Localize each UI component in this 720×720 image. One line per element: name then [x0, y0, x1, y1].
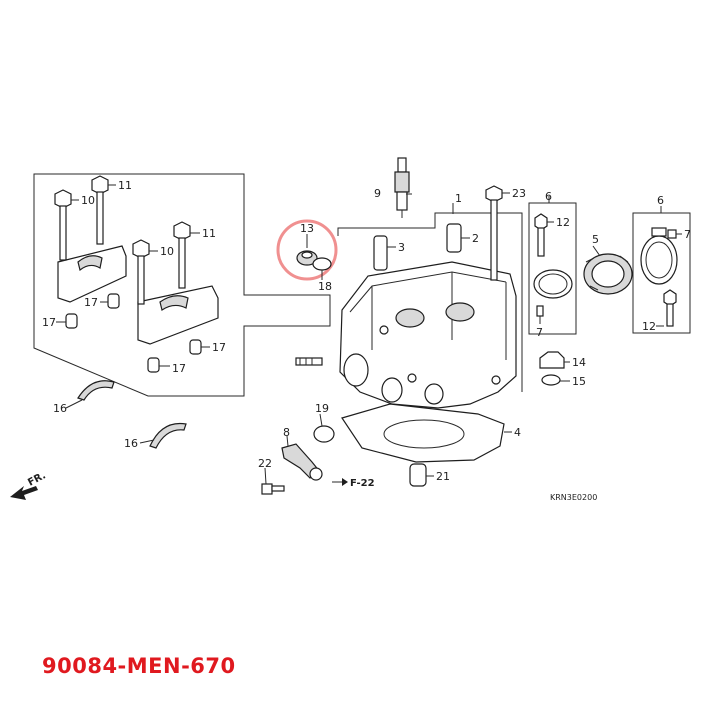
holder-bolt-11-upper	[91, 175, 109, 245]
callout-6-insulator: 6	[545, 190, 552, 203]
callout-11-lower: 11	[202, 227, 216, 240]
callout-13: 13	[300, 222, 314, 235]
holder-bolt-11-lower	[173, 221, 191, 289]
leader-lines	[56, 184, 682, 485]
direction-label: FR.	[26, 470, 48, 488]
cylinder-head-gasket-4	[341, 403, 505, 463]
callout-1: 1	[455, 192, 462, 205]
callout-15: 15	[572, 375, 586, 388]
callout-16-lower: 16	[124, 437, 138, 450]
dowel-pin-17-a	[107, 293, 120, 309]
intake-insulator-5	[583, 253, 633, 295]
bolt-23	[485, 185, 503, 281]
washer-18	[312, 257, 332, 271]
callout-11-upper: 11	[118, 179, 132, 192]
camshaft-holder-lower	[137, 285, 219, 345]
insulator-clamp-box	[528, 202, 577, 335]
callout-8: 8	[283, 426, 290, 439]
gasket-bore	[383, 419, 465, 449]
callout-21: 21	[436, 470, 450, 483]
callout-17-d: 17	[172, 362, 186, 375]
holder-bolt-10-lower	[132, 239, 150, 305]
callout-2: 2	[472, 232, 479, 245]
callout-10-upper: 10	[81, 194, 95, 207]
spark-plug-sleeve-3	[373, 235, 388, 271]
callout-4: 4	[514, 426, 521, 439]
callout-14: 14	[572, 356, 586, 369]
bearing-shell-16-a	[77, 380, 115, 401]
camshaft-holder-group-outline	[33, 173, 331, 397]
dowel-pin-21	[409, 463, 427, 487]
callout-12-lower: 12	[642, 320, 656, 333]
insulator-band-6	[533, 269, 573, 299]
callout-6-intake: 6	[657, 194, 664, 207]
washer-15	[541, 374, 561, 386]
valve-stem-seal-13	[296, 250, 318, 266]
callout-23: 23	[512, 187, 526, 200]
callout-7-upper: 7	[684, 228, 691, 241]
screw-7-lower	[536, 305, 544, 317]
callout-18: 18	[318, 280, 332, 293]
front-direction-arrow	[10, 486, 38, 500]
callout-7-lower: 7	[536, 326, 543, 339]
stud-bolt	[295, 357, 323, 366]
dowel-pin-17-d	[147, 357, 160, 373]
part-number: 90084-MEN-670	[42, 654, 236, 678]
callout-10-lower: 10	[160, 245, 174, 258]
bolt-22	[261, 483, 285, 495]
camshaft-holder-upper	[57, 245, 127, 303]
bolt-12-lower	[663, 289, 677, 327]
diagram-code: KRN3E0200	[550, 493, 597, 502]
reference-label: F-22	[350, 478, 375, 489]
hose-joint-flange	[309, 467, 323, 481]
spark-plug-9	[394, 157, 410, 218]
o-ring-19	[313, 425, 335, 443]
callout-17-c: 17	[212, 341, 226, 354]
intake-band-6	[640, 227, 678, 285]
holder-bolt-10-upper	[54, 189, 72, 261]
screw-7-upper	[667, 229, 677, 239]
callout-17-b: 17	[42, 316, 56, 329]
cylinder-head-group-outline	[337, 212, 523, 392]
bolt-12-upper	[534, 213, 548, 257]
dowel-pin-17-c	[189, 339, 202, 355]
callout-22: 22	[258, 457, 272, 470]
callout-16-upper: 16	[53, 402, 67, 415]
bearing-shell-16-b	[149, 422, 187, 449]
callout-9: 9	[374, 187, 381, 200]
spark-plug-sleeve-2	[446, 223, 462, 253]
callout-12-upper: 12	[556, 216, 570, 229]
callout-3: 3	[398, 241, 405, 254]
dowel-pin-17-b	[65, 313, 78, 329]
reference-arrow	[332, 478, 348, 486]
highlight-circle	[276, 219, 338, 281]
cylinder-head-1	[339, 261, 517, 409]
callout-17-a: 17	[84, 296, 98, 309]
nut-14	[539, 351, 565, 369]
callout-19: 19	[315, 402, 329, 415]
callout-5: 5	[592, 233, 599, 246]
